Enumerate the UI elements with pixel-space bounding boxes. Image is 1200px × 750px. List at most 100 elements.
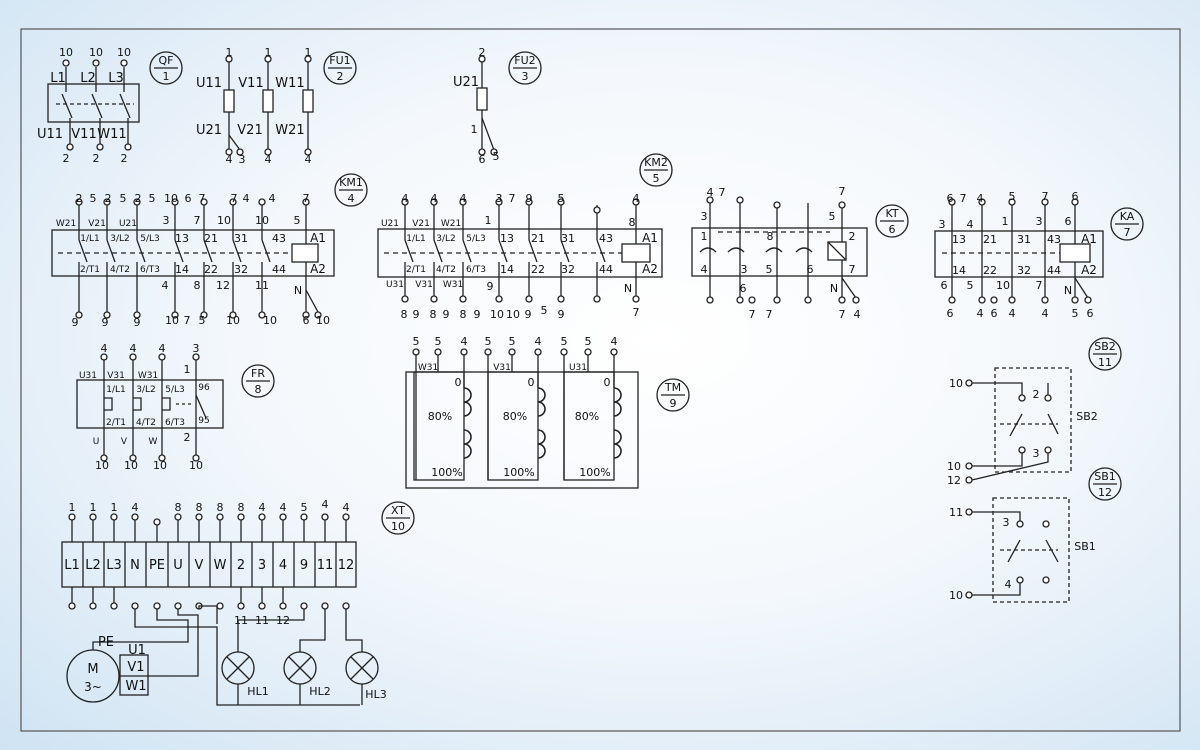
tm-top-number: 4 [461, 335, 468, 348]
xt-top-number: 1 [90, 501, 97, 514]
sb2-contact-label: 2 [1033, 388, 1040, 401]
km2-wire-label-bottom: W31 [443, 280, 463, 290]
km1-mid-label: 8 [194, 279, 201, 292]
km1-top-number: 2 [76, 192, 83, 205]
xt-bottom-number: 12 [276, 614, 290, 627]
schematic-lines [47, 55, 1104, 706]
km1-coil-label: A1 [310, 231, 326, 245]
kt-label: 5 [829, 210, 836, 223]
km2-top-number: 4 [431, 192, 438, 205]
km2-top-number: 9 [526, 192, 533, 205]
sb1-tag-top: SB1 [1094, 470, 1116, 483]
motor-winding-label: W1 [125, 679, 146, 694]
fr-terminal-bottom: 6/T3 [165, 418, 185, 428]
km1-mid-label: 12 [216, 279, 230, 292]
km1-top-number: 7 [231, 192, 238, 205]
xt-top-number: 4 [322, 498, 329, 511]
km1-bottom-number: 10 [165, 314, 179, 327]
sb1-terminal-number: 11 [949, 506, 963, 519]
km2-top-number: 4 [633, 192, 640, 205]
ka-top-number: 7 [1042, 190, 1049, 203]
ka-label: 14 [952, 264, 966, 277]
tm-tap-label: 80% [575, 410, 599, 423]
fu1-top-number: 1 [265, 46, 272, 59]
xt-terminal-block [61, 513, 379, 706]
ka-top-number: 6 [947, 192, 954, 205]
ka-label: 6 [1065, 215, 1072, 228]
motor-symbol-line1: M [87, 662, 98, 677]
km1-top-number: 2 [135, 192, 142, 205]
ka-label: 43 [1047, 233, 1061, 246]
ka-label: 44 [1047, 264, 1061, 277]
xt-top-number: 1 [69, 501, 76, 514]
km1-coil-label: A2 [310, 262, 326, 276]
fu1-bottom-number: 3 [239, 153, 246, 166]
ka-label: 10 [996, 279, 1010, 292]
km2-mid-label: N [624, 282, 632, 295]
sb2-terminal-number: 10 [949, 377, 963, 390]
km1-aux-label: 44 [272, 263, 286, 276]
kt-label: 3 [741, 263, 748, 276]
km2-top-number: 3 [496, 192, 503, 205]
km1-top-number: 4 [269, 192, 276, 205]
fr-output-label: W [149, 437, 158, 447]
xt-terminal-label: L2 [85, 558, 101, 573]
qf-output-label: W11 [97, 127, 126, 142]
qf-pole-label: L2 [80, 71, 96, 86]
ka-bottom-number: 6 [1087, 307, 1094, 320]
qf-tag-top: QF [159, 54, 174, 67]
xt-top-number: 8 [175, 501, 182, 514]
ka-bottom-number: 4 [1009, 307, 1016, 320]
km2-aux-label: 13 [500, 232, 514, 245]
kt-label: N [830, 282, 838, 295]
km1-mid-label: N [294, 284, 302, 297]
km1-aux-label: 43 [272, 232, 286, 245]
km2-aux-label: 32 [561, 263, 575, 276]
fu1-tag-top: FU1 [329, 54, 350, 67]
km2-bottom-number: 7 [633, 306, 640, 319]
ka-label: 32 [1017, 264, 1031, 277]
tm-top-number: 5 [435, 335, 442, 348]
kt-label: 3 [701, 210, 708, 223]
sb2-contact-label: 3 [1033, 447, 1040, 460]
fr-terminal-bottom: 2/T1 [106, 418, 126, 428]
kt-label: 2 [849, 230, 856, 243]
km2-aux-label: 31 [561, 232, 575, 245]
fr-top-number: 4 [101, 342, 108, 355]
tm-phase-label: V31 [493, 363, 511, 373]
km1-bottom-number: 9 [72, 316, 79, 329]
km2-contactor [377, 198, 663, 303]
km2-top-number: 5 [558, 192, 565, 205]
km1-terminal-top: 1/L1 [80, 234, 100, 244]
tm-full-label: 100% [431, 466, 462, 479]
xt-top-number: 4 [280, 501, 287, 514]
fu1-top-number: 1 [226, 46, 233, 59]
km1-aux-label: 14 [175, 263, 189, 276]
kt-top-number: 7 [839, 185, 846, 198]
km1-terminal-bottom: 2/T1 [80, 265, 100, 275]
ka-label: 31 [1017, 233, 1031, 246]
km1-top-number: 10 [164, 192, 178, 205]
fr-output-label: U [93, 437, 100, 447]
xt-top-number: 8 [238, 501, 245, 514]
km2-wire-label: U21 [381, 219, 399, 229]
tm-top-number: 5 [585, 335, 592, 348]
km2-top-number: 4 [460, 192, 467, 205]
sb2-side-label: SB2 [1076, 410, 1098, 423]
sb2-tag-top: SB2 [1094, 340, 1116, 353]
kt-bottom-number: 4 [854, 308, 861, 321]
km2-terminal-top: 5/L3 [466, 234, 486, 244]
km1-aux-label: 3 [163, 214, 170, 227]
kt-bottom-number: 7 [749, 308, 756, 321]
km2-bottom-number: 8 [430, 308, 437, 321]
km1-bottom-number: 10 [263, 314, 277, 327]
sb1-tag-bottom: 12 [1098, 486, 1112, 499]
tm-tag-top: TM [664, 381, 681, 394]
kt-label: 4 [707, 186, 714, 199]
fu1-input-label: V11 [238, 76, 263, 91]
km2-bottom-number: 9 [474, 308, 481, 321]
km1-bottom-number: 9 [134, 316, 141, 329]
km2-aux-label: 22 [531, 263, 545, 276]
tm-phase-label: W31 [418, 363, 438, 373]
